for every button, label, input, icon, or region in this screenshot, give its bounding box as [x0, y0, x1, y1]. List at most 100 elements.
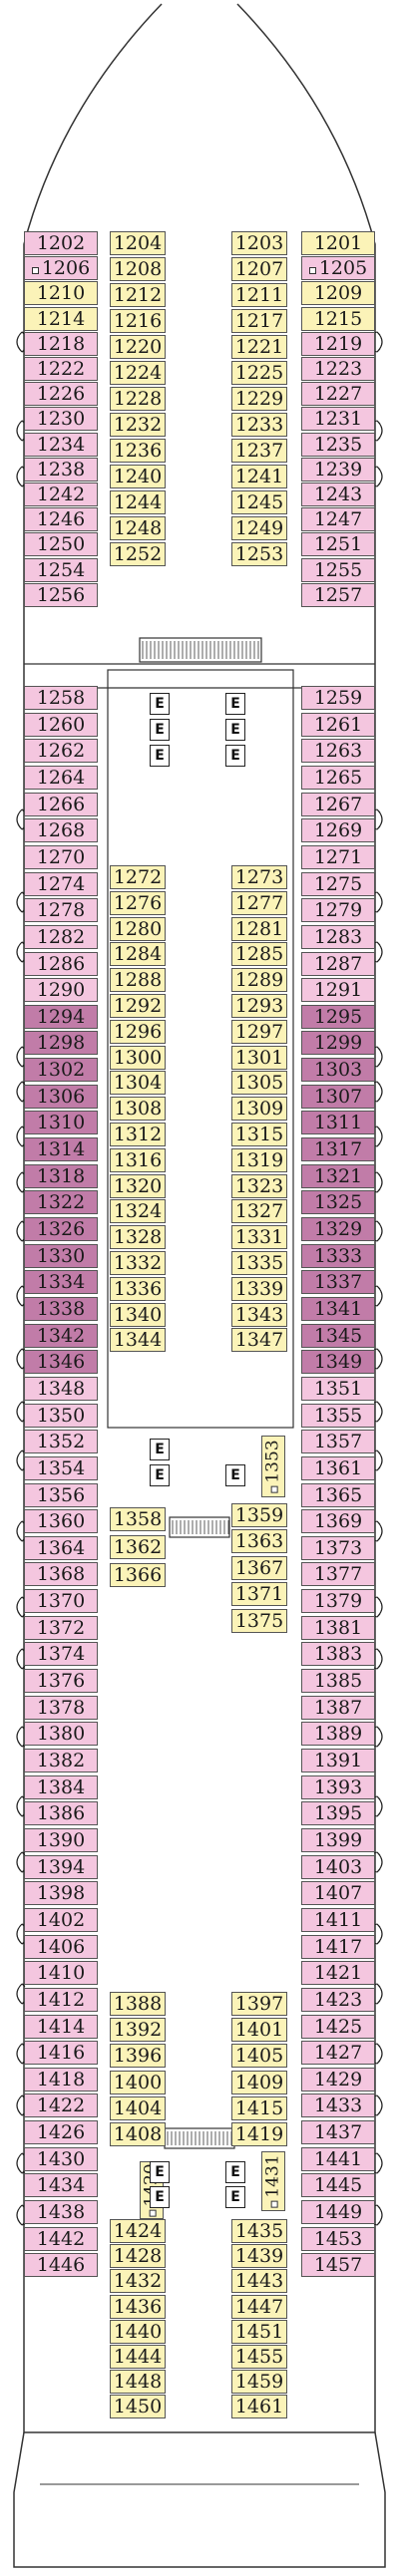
cabin-1271[interactable]: 1271 [301, 845, 375, 869]
cabin-1367[interactable]: 1367 [231, 1556, 287, 1580]
cabin-1216[interactable]: 1216 [110, 309, 166, 333]
cabin-1330[interactable]: 1330 [24, 1244, 98, 1268]
cabin-1365[interactable]: 1365 [301, 1483, 375, 1507]
cabin-1279[interactable]: 1279 [301, 898, 375, 922]
cabin-1327[interactable]: 1327 [231, 1199, 287, 1223]
cabin-1445[interactable]: 1445 [301, 2173, 375, 2197]
cabin-1354[interactable]: 1354 [24, 1456, 98, 1480]
cabin-1393[interactable]: 1393 [301, 1775, 375, 1799]
cabin-1232[interactable]: 1232 [110, 413, 166, 437]
cabin-1430[interactable]: 1430 [24, 2147, 98, 2171]
cabin-1226[interactable]: 1226 [24, 382, 98, 406]
cabin-1283[interactable]: 1283 [301, 925, 375, 949]
cabin-1410[interactable]: 1410 [24, 1961, 98, 1985]
cabin-1237[interactable]: 1237 [231, 439, 287, 463]
cabin-1256[interactable]: 1256 [24, 583, 98, 607]
cabin-1222[interactable]: 1222 [24, 357, 98, 381]
cabin-1231[interactable]: 1231 [301, 407, 375, 431]
cabin-1461[interactable]: 1461 [231, 2395, 287, 2418]
cabin-1228[interactable]: 1228 [110, 387, 166, 411]
cabin-1331[interactable]: 1331 [231, 1225, 287, 1249]
cabin-1399[interactable]: 1399 [301, 1828, 375, 1852]
cabin-1321[interactable]: 1321 [301, 1164, 375, 1188]
cabin-1306[interactable]: 1306 [24, 1085, 98, 1109]
cabin-1204[interactable]: 1204 [110, 231, 166, 255]
cabin-1400[interactable]: 1400 [110, 2071, 166, 2094]
cabin-1316[interactable]: 1316 [110, 1148, 166, 1172]
cabin-1301[interactable]: 1301 [231, 1046, 287, 1070]
cabin-1388[interactable]: 1388 [110, 1992, 166, 2016]
cabin-1294[interactable]: 1294 [24, 1005, 98, 1029]
cabin-1377[interactable]: 1377 [301, 1562, 375, 1586]
cabin-1341[interactable]: 1341 [301, 1297, 375, 1321]
cabin-1350[interactable]: 1350 [24, 1404, 98, 1428]
cabin-1429[interactable]: 1429 [301, 2068, 375, 2092]
cabin-1249[interactable]: 1249 [231, 516, 287, 540]
cabin-1304[interactable]: 1304 [110, 1071, 166, 1095]
cabin-1224[interactable]: 1224 [110, 361, 166, 385]
cabin-1338[interactable]: 1338 [24, 1297, 98, 1321]
cabin-1203[interactable]: 1203 [231, 231, 287, 255]
cabin-1303[interactable]: 1303 [301, 1058, 375, 1082]
cabin-1261[interactable]: 1261 [301, 713, 375, 737]
cabin-1415[interactable]: 1415 [231, 2096, 287, 2120]
cabin-1305[interactable]: 1305 [231, 1071, 287, 1095]
cabin-1241[interactable]: 1241 [231, 465, 287, 488]
cabin-1201[interactable]: 1201 [301, 231, 375, 255]
cabin-1326[interactable]: 1326 [24, 1217, 98, 1241]
cabin-1257[interactable]: 1257 [301, 583, 375, 607]
cabin-1444[interactable]: 1444 [110, 2345, 166, 2369]
cabin-1398[interactable]: 1398 [24, 1881, 98, 1905]
cabin-1250[interactable]: 1250 [24, 532, 98, 556]
cabin-1418[interactable]: 1418 [24, 2068, 98, 2092]
cabin-1299[interactable]: 1299 [301, 1031, 375, 1055]
cabin-1426[interactable]: 1426 [24, 2120, 98, 2144]
cabin-1370[interactable]: 1370 [24, 1589, 98, 1613]
cabin-1335[interactable]: 1335 [231, 1251, 287, 1275]
cabin-1376[interactable]: 1376 [24, 1669, 98, 1693]
cabin-1308[interactable]: 1308 [110, 1097, 166, 1121]
cabin-1266[interactable]: 1266 [24, 793, 98, 816]
cabin-1273[interactable]: 1273 [231, 865, 287, 889]
cabin-1355[interactable]: 1355 [301, 1404, 375, 1428]
cabin-1449[interactable]: 1449 [301, 2200, 375, 2224]
cabin-1427[interactable]: 1427 [301, 2041, 375, 2065]
cabin-1324[interactable]: 1324 [110, 1199, 166, 1223]
cabin-1366[interactable]: 1366 [110, 1563, 166, 1587]
cabin-1281[interactable]: 1281 [231, 917, 287, 941]
cabin-1438[interactable]: 1438 [24, 2200, 98, 2224]
cabin-1403[interactable]: 1403 [301, 1855, 375, 1879]
cabin-1205[interactable]: 1205 [301, 256, 375, 280]
cabin-1357[interactable]: 1357 [301, 1430, 375, 1453]
cabin-1361[interactable]: 1361 [301, 1456, 375, 1480]
cabin-1287[interactable]: 1287 [301, 952, 375, 976]
cabin-1419[interactable]: 1419 [231, 2122, 287, 2146]
cabin-1358[interactable]: 1358 [110, 1507, 166, 1531]
cabin-1364[interactable]: 1364 [24, 1536, 98, 1560]
cabin-1278[interactable]: 1278 [24, 898, 98, 922]
cabin-1434[interactable]: 1434 [24, 2173, 98, 2197]
cabin-1441[interactable]: 1441 [301, 2147, 375, 2171]
cabin-1337[interactable]: 1337 [301, 1270, 375, 1294]
cabin-1229[interactable]: 1229 [231, 387, 287, 411]
cabin-1329[interactable]: 1329 [301, 1217, 375, 1241]
cabin-1387[interactable]: 1387 [301, 1696, 375, 1720]
cabin-1246[interactable]: 1246 [24, 507, 98, 531]
cabin-1369[interactable]: 1369 [301, 1509, 375, 1533]
cabin-1439[interactable]: 1439 [231, 2244, 287, 2268]
cabin-1334[interactable]: 1334 [24, 1270, 98, 1294]
cabin-1448[interactable]: 1448 [110, 2370, 166, 2394]
cabin-1277[interactable]: 1277 [231, 891, 287, 915]
cabin-1396[interactable]: 1396 [110, 2044, 166, 2068]
cabin-1431[interactable]: 1431 [261, 2151, 285, 2211]
cabin-1384[interactable]: 1384 [24, 1775, 98, 1799]
cabin-1248[interactable]: 1248 [110, 516, 166, 540]
cabin-1402[interactable]: 1402 [24, 1908, 98, 1932]
cabin-1221[interactable]: 1221 [231, 335, 287, 359]
cabin-1234[interactable]: 1234 [24, 433, 98, 457]
cabin-1348[interactable]: 1348 [24, 1377, 98, 1401]
cabin-1391[interactable]: 1391 [301, 1749, 375, 1772]
cabin-1255[interactable]: 1255 [301, 558, 375, 582]
cabin-1372[interactable]: 1372 [24, 1616, 98, 1640]
cabin-1450[interactable]: 1450 [110, 2395, 166, 2418]
